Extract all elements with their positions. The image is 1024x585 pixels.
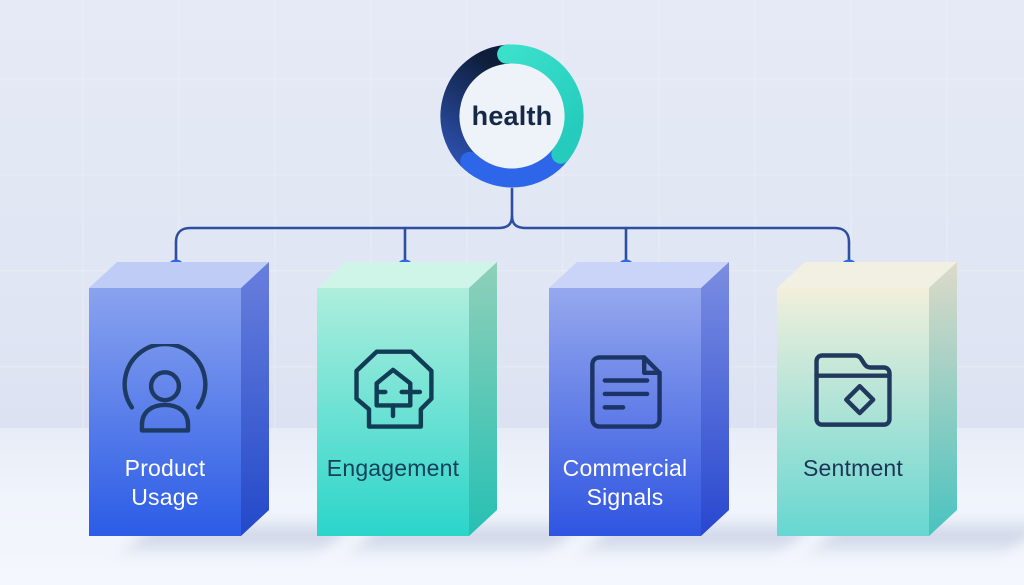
pillar-side-face	[701, 262, 729, 536]
pillar-top-face	[317, 262, 497, 288]
pillar-label: Commercial Signals	[563, 454, 688, 512]
connector-branch-right	[510, 214, 851, 264]
health-label: health	[471, 100, 553, 131]
pillar-engagement: Engagement	[317, 262, 497, 536]
pillar-label-line: Usage	[131, 484, 199, 510]
ring-segment-teal	[497, 44, 584, 164]
ring-inner-disc	[458, 62, 566, 170]
connector-branch-left	[174, 187, 514, 264]
pillar-label-line: Engagement	[326, 455, 460, 481]
pillar-side-face	[469, 262, 497, 536]
pillar-top-face	[549, 262, 729, 288]
head-home-icon	[354, 349, 434, 429]
pillar-label-line: Signals	[586, 484, 664, 510]
ring-segment-navy	[440, 44, 519, 179]
pillar-label-line: Commercial	[562, 455, 688, 481]
health-ring	[440, 44, 584, 188]
pillar-label-line: Product	[124, 455, 206, 481]
pillar-side-face	[241, 262, 269, 536]
pillar-top-face	[777, 262, 957, 288]
pillar-front-face: Engagement	[317, 288, 469, 536]
pillar-front-face: Product Usage	[89, 288, 241, 536]
pillar-product-usage: Product Usage	[89, 262, 269, 536]
pillar-front-face: Sentment	[777, 288, 929, 536]
pillar-commercial-signals: Commercial Signals	[549, 262, 729, 536]
pillar-sentment: Sentment	[777, 262, 957, 536]
pillar-label: Sentment	[803, 454, 903, 483]
pillar-side-face	[929, 262, 957, 536]
pillar-top-face	[89, 262, 269, 288]
pillar-front-face: Commercial Signals	[549, 288, 701, 536]
pillar-label: Engagement	[327, 454, 459, 483]
connector-dot-shadows	[174, 270, 879, 280]
pillar-label: Product Usage	[125, 454, 206, 512]
pillar-label-line: Sentment	[802, 455, 904, 481]
ring-segment-blue	[460, 144, 571, 188]
user-icon	[122, 344, 208, 433]
folder-icon	[814, 353, 892, 427]
document-icon	[590, 355, 662, 429]
connector-dots	[167, 259, 858, 277]
